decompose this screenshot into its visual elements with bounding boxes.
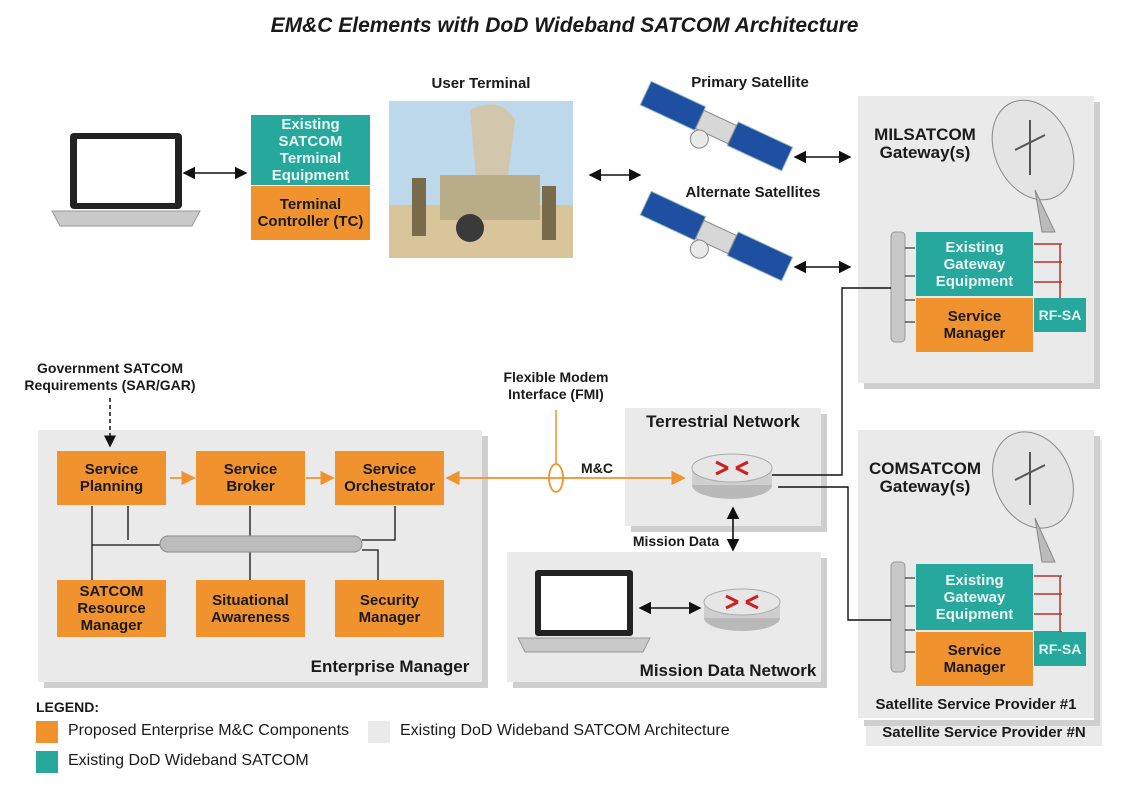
satellite-dish-icon	[992, 431, 1074, 563]
service-orchestrator-box[interactable]: Service Orchestrator	[335, 451, 444, 505]
legend-existing-swatch	[36, 751, 58, 773]
government-requirements-label: Government SATCOM Requirements (SAR/GAR)	[24, 360, 196, 393]
milsatcom-rfsa-box: RF-SA	[1034, 298, 1086, 332]
server-rack-icon	[890, 561, 1062, 673]
comsatcom-gateway-equipment-box: Existing Gateway Equipment	[916, 564, 1033, 630]
satellite-icon	[639, 190, 794, 282]
field-terminal-photo	[389, 101, 573, 258]
router-icon	[691, 453, 773, 499]
mc-label: M&C	[581, 460, 613, 476]
user-terminal-label: User Terminal	[431, 75, 531, 92]
satellite-icon	[639, 80, 794, 172]
fmi-label: Flexible Modem Interface (FMI)	[503, 369, 609, 402]
milsatcom-service-manager-box[interactable]: Service Manager	[916, 298, 1033, 352]
enterprise-bus-icon	[159, 535, 363, 553]
service-planning-box[interactable]: Service Planning	[57, 451, 166, 505]
legend-existing-label: Existing DoD Wideband SATCOM	[68, 752, 309, 769]
enterprise-manager-label: Enterprise Manager	[310, 657, 470, 676]
milsatcom-gateway-title: MILSATCOM Gateway(s)	[874, 125, 976, 162]
satellite-dish-icon	[991, 99, 1075, 233]
comsatcom-rfsa-box: RF-SA	[1034, 632, 1086, 666]
alternate-satellites-label: Alternate Satellites	[685, 184, 821, 201]
service-provider-n-label: Satellite Service Provider #N	[882, 724, 1086, 741]
legend-proposed-swatch	[36, 721, 58, 743]
legend-title: LEGEND:	[36, 699, 99, 715]
laptop-icon	[51, 133, 201, 227]
satcom-resource-manager-box[interactable]: SATCOM Resource Manager	[57, 580, 166, 637]
legend-architecture-swatch	[368, 721, 390, 743]
security-manager-box[interactable]: Security Manager	[335, 580, 444, 637]
service-provider-1-label: Satellite Service Provider #1	[875, 696, 1077, 713]
terrestrial-network-label: Terrestrial Network	[646, 412, 800, 431]
mission-data-network-label: Mission Data Network	[639, 661, 817, 680]
comsatcom-service-manager-box[interactable]: Service Manager	[916, 632, 1033, 686]
comsatcom-gateway-title: COMSATCOM Gateway(s)	[868, 459, 982, 496]
mission-data-label: Mission Data	[632, 533, 720, 549]
diagram-title: EM&C Elements with DoD Wideband SATCOM A…	[270, 14, 859, 37]
primary-satellite-label: Primary Satellite	[691, 74, 809, 91]
milsatcom-gateway-equipment-box: Existing Gateway Equipment	[916, 232, 1033, 296]
situational-awareness-box[interactable]: Situational Awareness	[196, 580, 305, 637]
service-broker-box[interactable]: Service Broker	[196, 451, 305, 505]
server-rack-icon	[890, 231, 1062, 343]
laptop-icon	[517, 570, 651, 653]
terminal-controller-box[interactable]: Terminal Controller (TC)	[251, 186, 370, 240]
legend-proposed-label: Proposed Enterprise M&C Components	[68, 722, 350, 739]
router-icon	[703, 588, 781, 631]
legend-architecture-label: Existing DoD Wideband SATCOM Architectur…	[400, 722, 730, 739]
existing-terminal-equipment-box: Existing SATCOM Terminal Equipment	[251, 115, 370, 185]
